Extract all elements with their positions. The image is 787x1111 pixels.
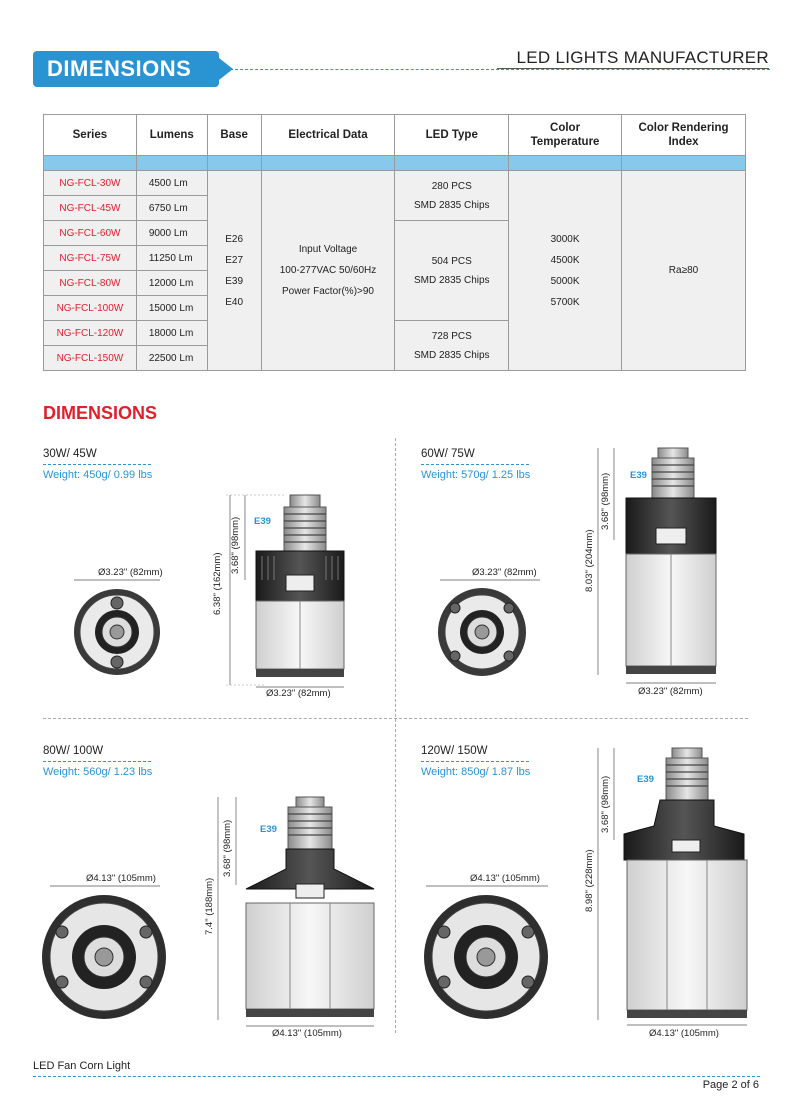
col-header-color-temp: Color Temperature <box>508 114 622 156</box>
q3-top-view: Ø4.13" (105mm) <box>42 873 166 1019</box>
table-row: NG-FCL-100W 15000 Lm <box>43 295 746 321</box>
q4-top-view: Ø4.13" (105mm) <box>424 873 548 1019</box>
q1-base-label: E39 <box>254 516 271 527</box>
quadrant-underline <box>43 761 151 762</box>
table-row: NG-FCL-150W 22500 Lm <box>43 345 746 371</box>
header-company-title: LED LIGHTS MANUFACTURER <box>516 48 769 67</box>
lumens-cell: 9000 Lm <box>135 220 208 246</box>
q4-top-height-label: 3.68" (98mm) <box>600 776 611 833</box>
quadrant-weight: Weight: 560g/ 1.23 lbs <box>43 766 153 778</box>
q3-height-label: 7.4" (188mm) <box>204 878 215 935</box>
quadrant-title: 80W/ 100W <box>43 745 104 757</box>
q3-top-height-label: 3.68" (98mm) <box>222 820 233 877</box>
q1-height-label: 6.38" (162mm) <box>212 552 223 615</box>
page-number: Page 2 of 6 <box>702 1079 759 1091</box>
series-cell: NG-FCL-45W <box>43 195 137 221</box>
lumens-cell: 11250 Lm <box>135 245 208 271</box>
q4-top-diameter-label: Ø4.13" (105mm) <box>470 873 540 884</box>
footer-divider <box>33 1076 760 1077</box>
footer-product-name: LED Fan Corn Light <box>33 1060 131 1072</box>
series-cell: NG-FCL-75W <box>43 245 137 271</box>
quadrant-horizontal-divider <box>43 718 748 719</box>
q2-bottom-diameter-label: Ø3.23" (82mm) <box>638 686 703 697</box>
table-row: NG-FCL-75W 11250 Lm <box>43 245 746 271</box>
q3-bottom-diameter-label: Ø4.13" (105mm) <box>272 1028 342 1039</box>
quadrant-underline <box>421 464 529 465</box>
q2-height-label: 8.03" (204mm) <box>584 529 595 592</box>
col-header-base: Base <box>206 114 262 156</box>
header-divider <box>225 69 770 70</box>
q1-bottom-diameter-label: Ø3.23" (82mm) <box>266 688 331 699</box>
q2-top-view: Ø3.23" (82mm) <box>438 567 540 676</box>
quadrant-weight: Weight: 570g/ 1.25 lbs <box>421 469 531 481</box>
q2-side-view: 8.03" (204mm) 3.68" (98mm) E39 Ø3.23" (8… <box>584 447 717 697</box>
section-title: DIMENSIONS <box>43 403 158 423</box>
series-cell: NG-FCL-30W <box>43 170 137 196</box>
series-cell: NG-FCL-80W <box>43 270 137 296</box>
quadrant-weight: Weight: 850g/ 1.87 lbs <box>421 766 531 778</box>
q1-top-diameter-label: Ø3.23" (82mm) <box>98 567 163 578</box>
series-cell: NG-FCL-150W <box>43 345 137 371</box>
q1-side-view: 6.38" (162mm) 3.68" (98mm) E39 Ø3.23" (8… <box>212 494 345 699</box>
q4-height-label: 8.98" (228mm) <box>584 849 595 912</box>
series-cell: NG-FCL-60W <box>43 220 137 246</box>
lumens-cell: 18000 Lm <box>135 320 208 346</box>
series-cell: NG-FCL-100W <box>43 295 137 321</box>
table-row: NG-FCL-45W 6750 Lm <box>43 195 746 221</box>
q2-top-height-label: 3.68" (98mm) <box>600 473 611 530</box>
quadrant-vertical-divider <box>395 438 396 1033</box>
q3-base-label: E39 <box>260 824 277 835</box>
quadrant-weight: Weight: 450g/ 0.99 lbs <box>43 469 153 481</box>
table-row: NG-FCL-80W 12000 Lm <box>43 270 746 296</box>
lumens-cell: 22500 Lm <box>135 345 208 371</box>
col-header-cri: Color Rendering Index <box>621 114 746 156</box>
lumens-cell: 12000 Lm <box>135 270 208 296</box>
quadrant-title: 30W/ 45W <box>43 448 97 460</box>
q3-top-diameter-label: Ø4.13" (105mm) <box>86 873 156 884</box>
quadrant-title: 60W/ 75W <box>421 448 475 460</box>
q1-top-view: Ø3.23" (82mm) <box>74 567 163 675</box>
quadrant-underline <box>43 464 151 465</box>
q1-top-height-label: 3.68" (98mm) <box>230 517 241 574</box>
col-header-led-type: LED Type <box>394 114 510 156</box>
header-underline <box>497 68 769 69</box>
q3-side-view: 7.4" (188mm) 3.68" (98mm) E39 Ø4.13" (10… <box>204 796 375 1039</box>
header-tab-title: DIMENSIONS <box>33 51 233 87</box>
lumens-cell: 15000 Lm <box>135 295 208 321</box>
q4-base-label: E39 <box>637 774 654 785</box>
quadrant-title: 120W/ 150W <box>421 745 488 757</box>
q4-bottom-diameter-label: Ø4.13" (105mm) <box>649 1028 719 1039</box>
q4-side-view: 8.98" (228mm) 3.68" (98mm) E39 Ø4.13" (1… <box>584 747 748 1039</box>
spec-table: Series Lumens Base Electrical Data LED T… <box>43 114 746 371</box>
lumens-cell: 4500 Lm <box>135 170 208 196</box>
quadrant-underline <box>421 761 529 762</box>
page-header: DIMENSIONS LED LIGHTS MANUFACTURER <box>0 0 787 100</box>
cri-cell: Ra≥80 <box>621 170 746 371</box>
lumens-cell: 6750 Lm <box>135 195 208 221</box>
q2-base-label: E39 <box>630 470 647 481</box>
q2-top-diameter-label: Ø3.23" (82mm) <box>472 567 537 578</box>
